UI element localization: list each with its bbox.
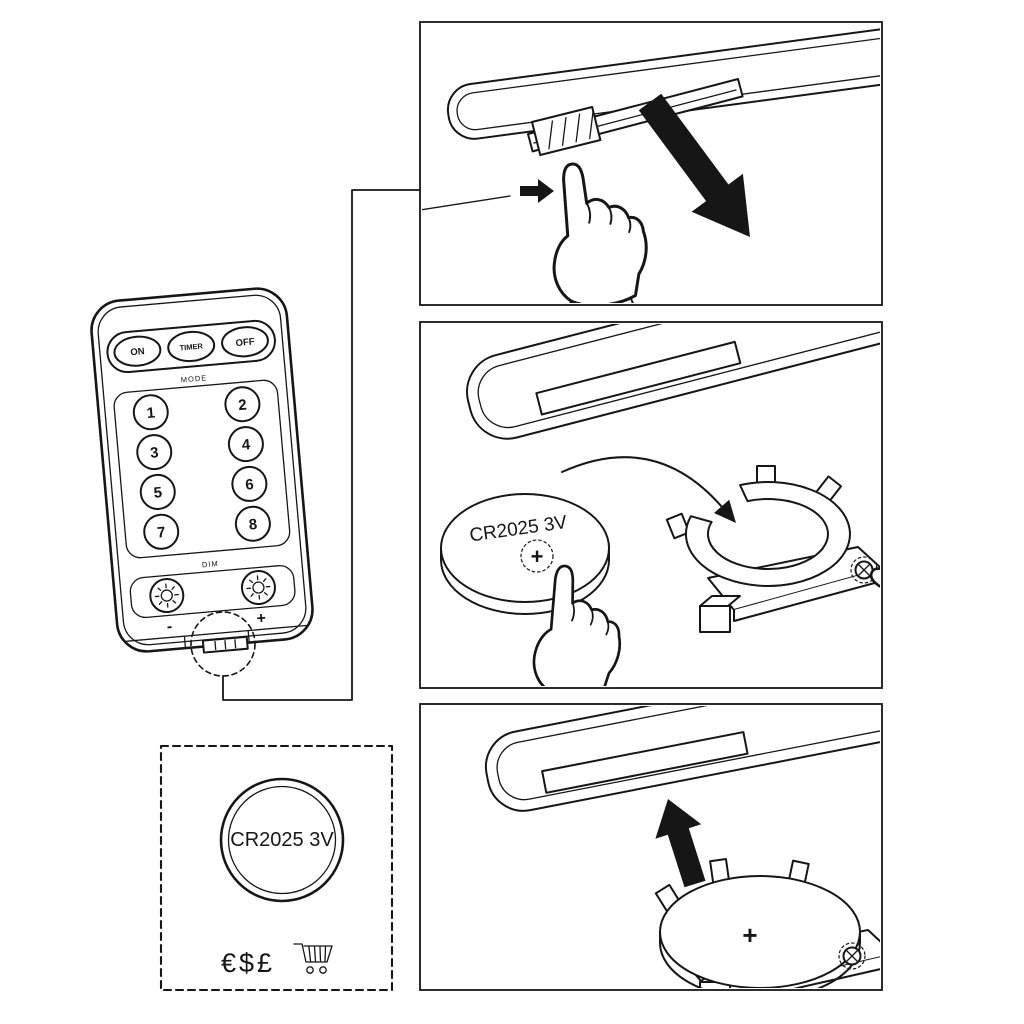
- remote-control: ON TIMER OFF MODE 1 2 3 4 5 6 7 8 DIM - …: [90, 287, 314, 654]
- device-edge: [466, 324, 880, 440]
- step-1-panel: [419, 21, 883, 306]
- step-2-panel-border: [419, 321, 883, 689]
- step-3-panel: +: [419, 703, 883, 991]
- off-button-label: OFF: [235, 336, 255, 349]
- button-6: [231, 465, 268, 502]
- tray-latch-tab: [531, 106, 602, 156]
- brightness-plus-label: +: [256, 610, 267, 628]
- bottom-cap-tick: [183, 635, 187, 648]
- pointing-hand: [858, 520, 880, 676]
- button-8: [234, 505, 271, 542]
- battery-spec-box: CR2025 3V €$£: [159, 744, 394, 992]
- button-5: [139, 473, 176, 510]
- button-7-label: 7: [156, 524, 166, 542]
- insert-arrow-head: [714, 499, 736, 523]
- currency-label: €$£: [221, 948, 275, 978]
- device-edge: [446, 24, 880, 140]
- button-2: [224, 386, 261, 423]
- tray-slot: [541, 731, 749, 794]
- on-button-label: ON: [130, 346, 145, 358]
- battery-tray-tab-ticks: [214, 639, 237, 651]
- brightness-section-outline: [129, 564, 296, 619]
- brightness-minus-label: -: [166, 618, 173, 635]
- button-5-label: 5: [153, 484, 163, 502]
- dim-section-label: DIM: [202, 559, 219, 569]
- shopping-cart-icon: [293, 943, 333, 974]
- coin-battery-in-tray: +: [659, 875, 861, 988]
- button-3-label: 3: [149, 444, 159, 462]
- number-section-outline: [113, 379, 291, 559]
- step-3-panel-border: [419, 703, 883, 991]
- polarity-label: +: [531, 544, 544, 569]
- button-7: [143, 513, 180, 550]
- mode-section-label: MODE: [180, 373, 207, 384]
- tray-base-side: [733, 569, 880, 622]
- bottom-cap-line: [125, 624, 307, 642]
- battery-tray-highlight-circle: [190, 611, 256, 677]
- device-edge: [484, 706, 880, 812]
- timer-button-label: TIMER: [179, 341, 204, 352]
- button-4-label: 4: [241, 436, 251, 454]
- button-1-label: 1: [146, 404, 156, 422]
- push-in-arrow: [655, 799, 706, 888]
- button-1: [132, 394, 169, 431]
- button-4: [227, 426, 264, 463]
- battery-spec-box-border: [159, 744, 394, 992]
- polarity-highlight-circle: [520, 539, 554, 573]
- button-6-label: 6: [245, 476, 255, 494]
- battery-holder-ring: [665, 465, 851, 587]
- coin-battery: CR2025 3V +: [440, 493, 610, 615]
- coin-battery-outer: [219, 777, 345, 903]
- insert-arrow-curve: [561, 456, 723, 508]
- battery-type-label: CR2025 3V: [230, 829, 334, 851]
- edge-reference-line: [422, 195, 511, 211]
- step-2-panel: CR2025 3V +: [419, 321, 883, 689]
- button-2-label: 2: [238, 396, 248, 414]
- pull-out-arrow: [638, 93, 750, 237]
- power-section-outline: [106, 319, 276, 374]
- press-direction-arrow: [520, 179, 554, 203]
- tray-connector-box: [699, 595, 741, 633]
- off-button: [221, 326, 269, 358]
- callout-connector-line: [222, 189, 421, 701]
- button-8-label: 8: [248, 516, 258, 534]
- coin-battery-inner: [227, 785, 337, 895]
- timer-button: [167, 330, 216, 363]
- bottom-cap-tick: [247, 629, 250, 643]
- polarity-label: +: [742, 920, 757, 950]
- on-button: [113, 335, 162, 367]
- button-3: [136, 434, 173, 471]
- step-1-panel-border: [419, 21, 883, 306]
- tray-slot: [535, 340, 742, 416]
